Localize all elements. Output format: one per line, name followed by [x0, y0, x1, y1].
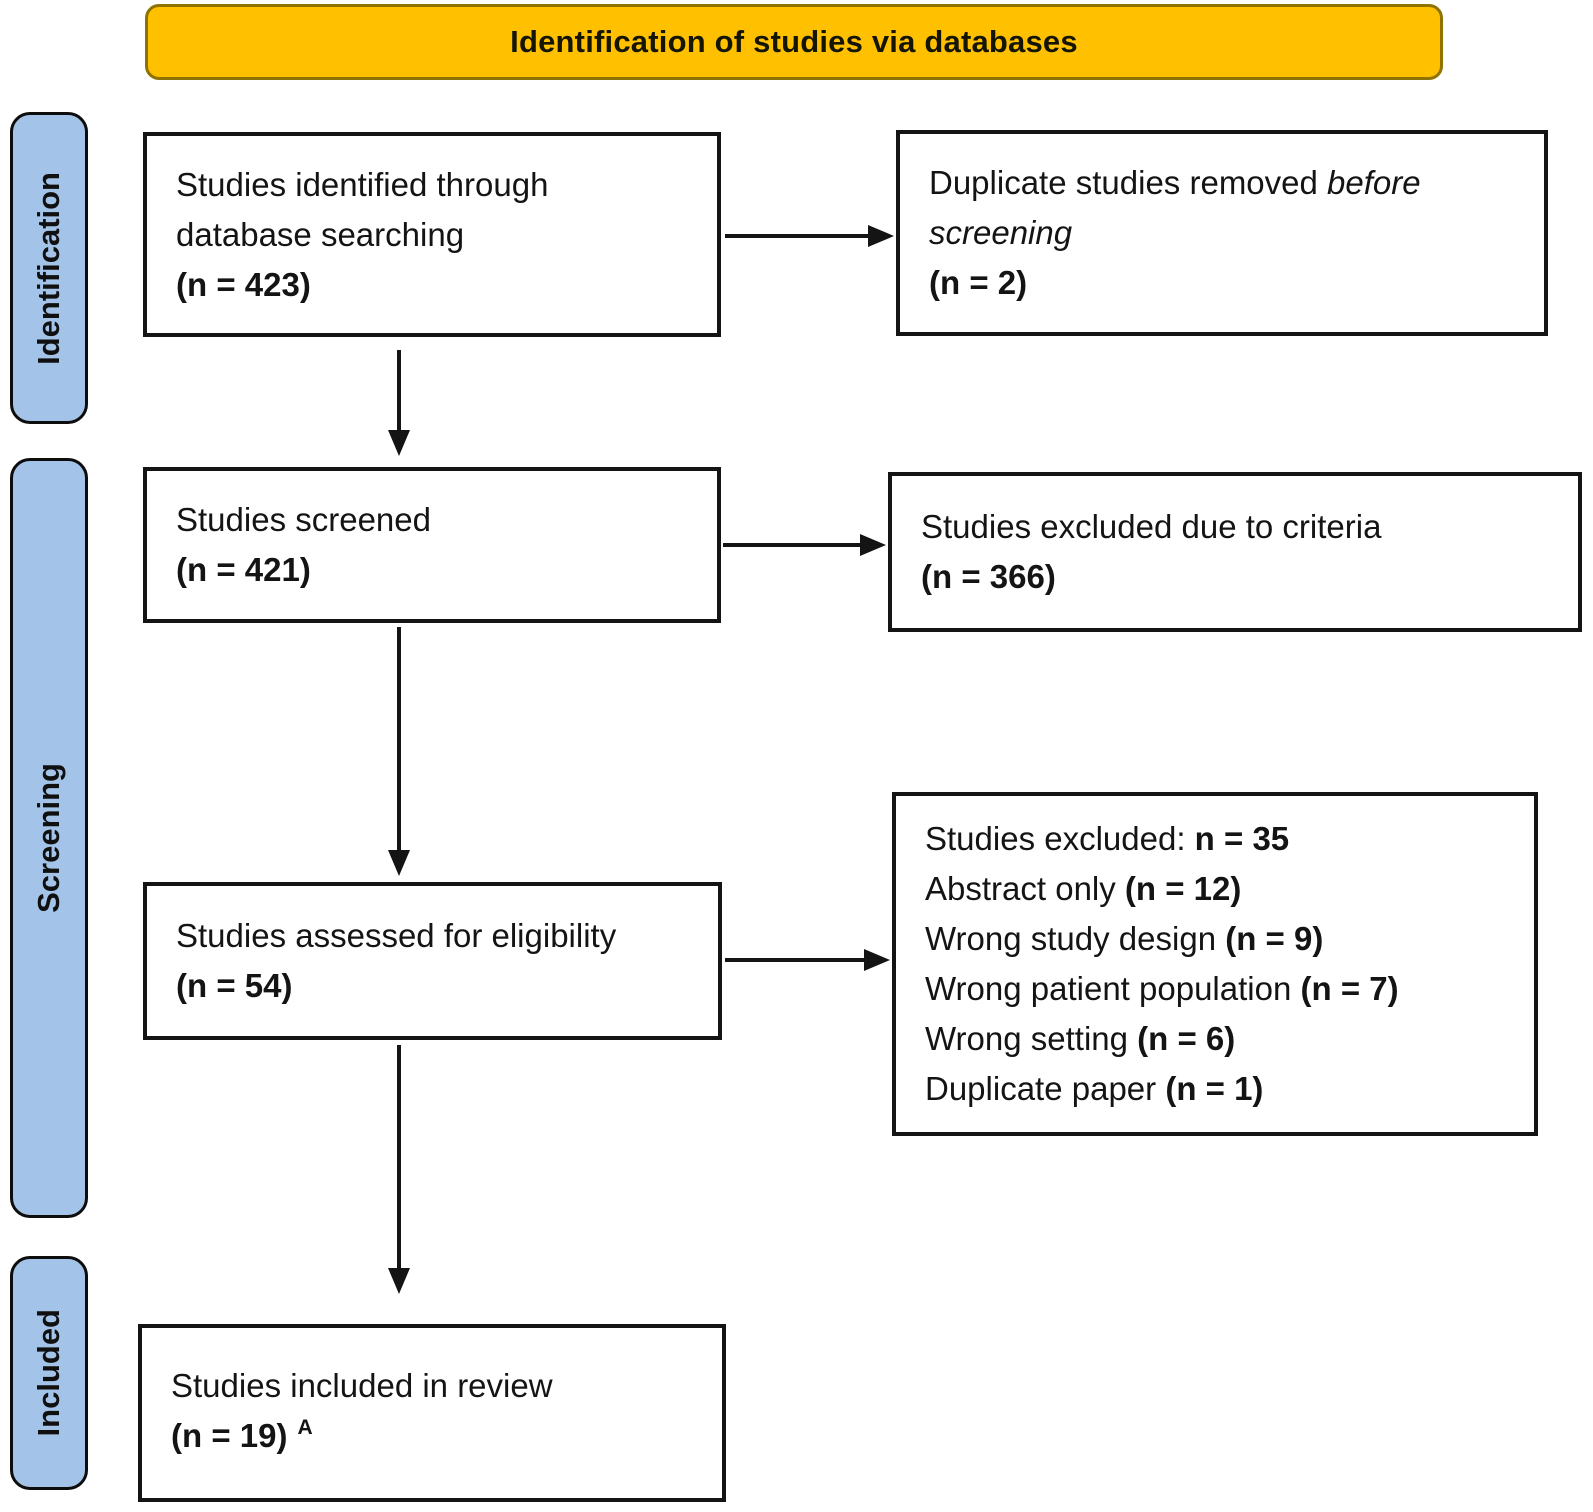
text-segment: (n = 366)	[921, 558, 1056, 595]
text-segment: Studies excluded due to criteria	[921, 508, 1382, 545]
text-line: Wrong setting (n = 6)	[925, 1014, 1510, 1064]
text-line: Studies assessed for eligibility	[176, 911, 694, 961]
text-line: Wrong patient population (n = 7)	[925, 964, 1510, 1014]
box-duplicates-removed: Duplicate studies removed before screenin…	[896, 130, 1548, 336]
text-segment: A	[297, 1415, 313, 1439]
banner: Identification of studies via databases	[145, 4, 1443, 80]
text-line: Duplicate paper (n = 1)	[925, 1064, 1510, 1114]
text-segment: Studies identified through	[176, 165, 549, 203]
stage-bar-included: Included	[10, 1256, 88, 1490]
text-segment: Studies included in review	[171, 1366, 553, 1404]
text-line: Abstract only (n = 12)	[925, 864, 1510, 914]
box-studies-included: Studies included in review (n = 19) A	[138, 1324, 726, 1502]
text-line: Wrong study design (n = 9)	[925, 914, 1510, 964]
text-line: (n = 54)	[176, 961, 694, 1011]
text-segment: Wrong setting	[925, 1020, 1138, 1057]
text-line: Studies screened	[176, 495, 693, 545]
text-line: screening	[929, 208, 1520, 258]
stage-label-identification: Identification	[31, 171, 66, 365]
text-line: Studies excluded due to criteria	[921, 502, 1554, 552]
text-segment: (n = 54)	[176, 967, 293, 1004]
text-segment: Wrong patient population	[925, 970, 1301, 1007]
text-segment: Studies excluded:	[925, 820, 1195, 857]
text-line: Studies excluded: n = 35	[925, 814, 1510, 864]
text-segment: (n = 2)	[929, 264, 1028, 301]
box-studies-identified: Studies identified through database searc…	[143, 132, 721, 337]
stage-label-included: Included	[31, 1309, 66, 1437]
text-segment: Duplicate studies removed	[929, 164, 1328, 201]
text-line: Duplicate studies removed before	[929, 158, 1520, 208]
text-segment: (n = 12)	[1124, 870, 1242, 907]
box-studies-excluded-criteria: Studies excluded due to criteria (n = 366…	[888, 472, 1582, 632]
text-segment: n = 35	[1194, 820, 1290, 857]
text-segment: screening	[929, 214, 1073, 251]
text-line: Studies included in review	[171, 1361, 698, 1411]
stage-bar-identification: Identification	[10, 112, 88, 424]
text-segment: (n = 6)	[1137, 1020, 1236, 1057]
stage-label-screening: Screening	[31, 763, 66, 913]
text-segment: (n = 1)	[1165, 1070, 1264, 1107]
text-segment: Studies assessed for eligibility	[176, 917, 617, 954]
text-line: database searching	[176, 210, 693, 260]
text-line: (n = 423)	[176, 260, 693, 310]
text-segment: before	[1327, 164, 1421, 201]
text-segment: Wrong study design	[925, 920, 1226, 957]
text-line: (n = 19) A	[171, 1411, 698, 1466]
box-studies-screened: Studies screened (n = 421)	[143, 467, 721, 623]
text-segment: Studies screened	[176, 501, 431, 538]
text-segment: Duplicate paper	[925, 1070, 1166, 1107]
text-segment: (n = 421)	[176, 551, 311, 588]
text-segment: Abstract only	[925, 870, 1125, 907]
text-segment: (n = 19)	[171, 1416, 288, 1454]
text-line: Studies identified through	[176, 160, 693, 210]
box-studies-assessed: Studies assessed for eligibility (n = 54)	[143, 882, 722, 1040]
text-segment: (n = 7)	[1300, 970, 1399, 1007]
text-segment: (n = 423)	[176, 265, 311, 303]
text-line: (n = 2)	[929, 258, 1520, 308]
text-segment: database searching	[176, 215, 465, 253]
text-line: (n = 421)	[176, 545, 693, 595]
stage-bar-screening: Screening	[10, 458, 88, 1218]
text-line: (n = 366)	[921, 552, 1554, 602]
banner-title: Identification of studies via databases	[510, 24, 1078, 59]
text-segment: (n = 9)	[1225, 920, 1324, 957]
